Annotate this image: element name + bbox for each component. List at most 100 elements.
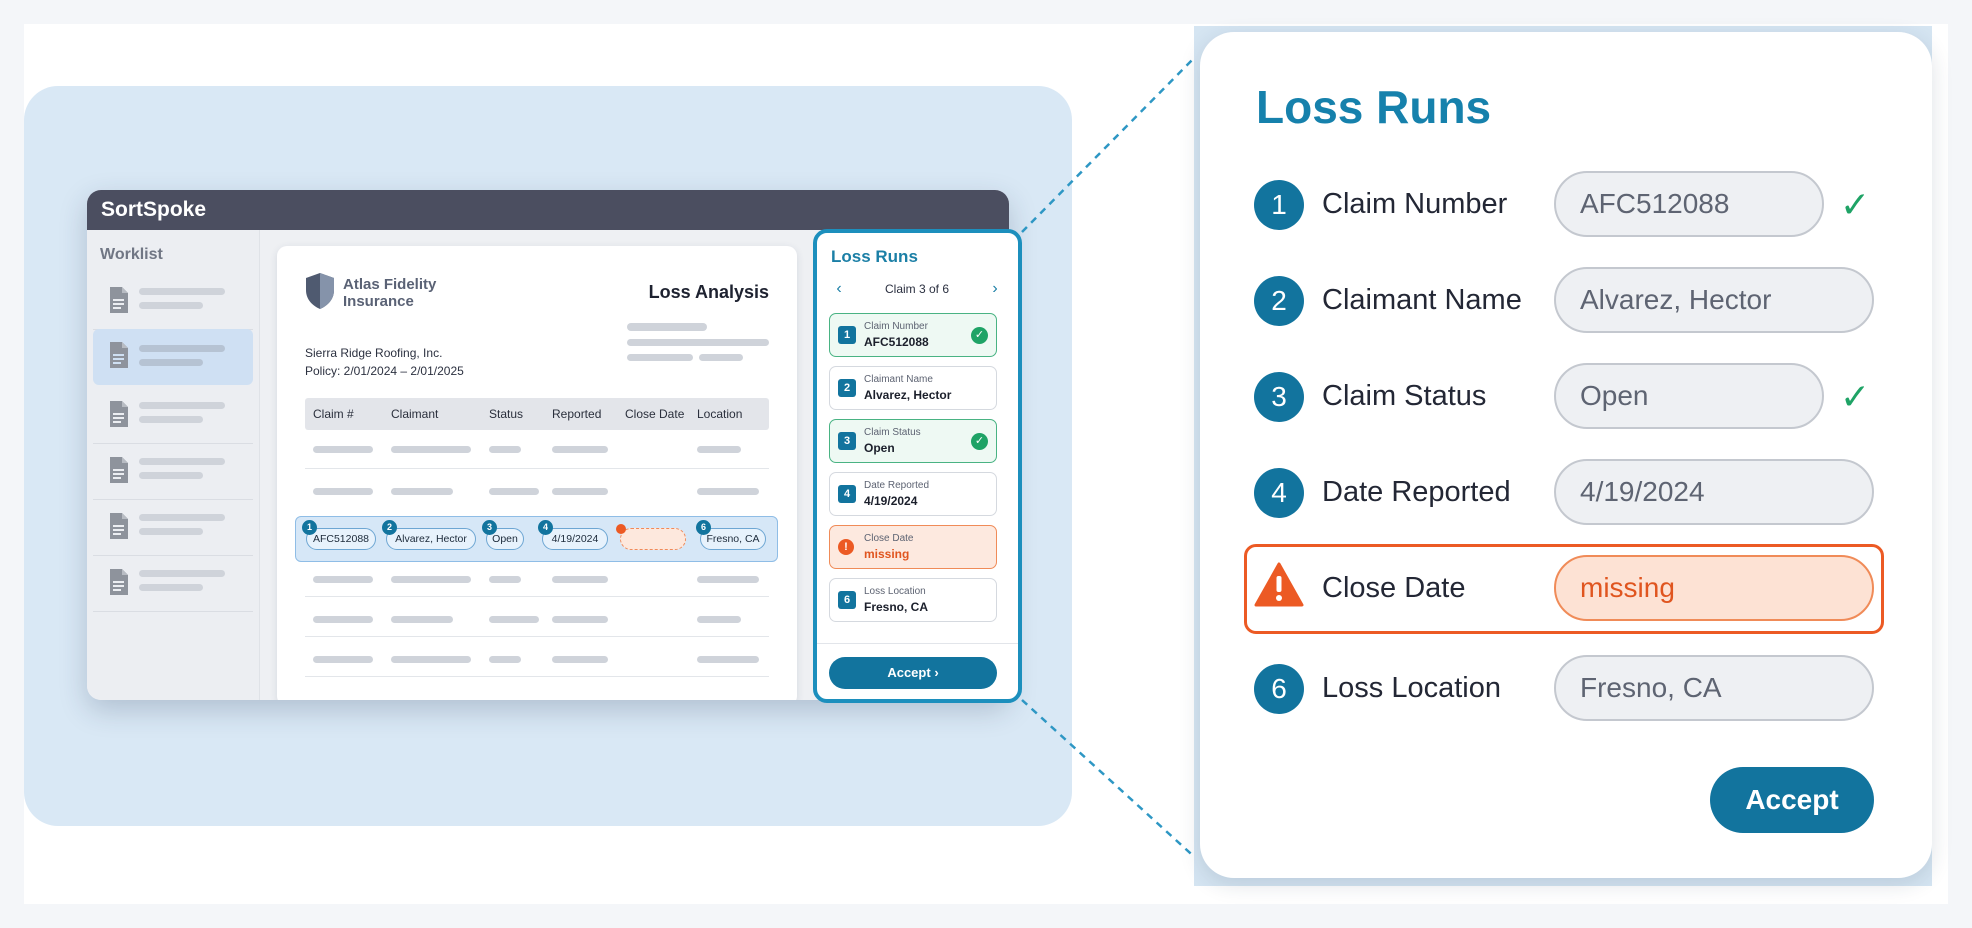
highlighted-claim-row[interactable]: AFC512088 1 Alvarez, Hector 2 Open 3 4/1… [295, 516, 778, 562]
zoom-field-claim-number[interactable]: 1 Claim Number AFC512088 ✓ [1254, 170, 1894, 240]
alert-circle-icon: ! [838, 539, 854, 555]
field-number-badge: 1 [838, 326, 856, 344]
field-value: Alvarez, Hector [864, 388, 952, 402]
worklist-title: Worklist [100, 246, 163, 263]
zoom-field-claimant-name[interactable]: 2 Claimant Name Alvarez, Hector [1254, 266, 1894, 336]
field-number-badge: 4 [1254, 468, 1304, 518]
field-card-claim-status[interactable]: 3 Claim Status Open ✓ [829, 419, 997, 463]
field-value[interactable]: AFC512088 [1554, 171, 1824, 237]
skeleton-cell [313, 488, 373, 495]
chip-badge: 1 [302, 520, 317, 535]
skeleton-line [139, 302, 203, 309]
skeleton-cell [552, 616, 608, 623]
skeleton-cell [552, 446, 608, 453]
field-value-missing: missing [864, 547, 910, 561]
field-number-badge: 6 [1254, 664, 1304, 714]
field-label: Close Date [1322, 572, 1466, 604]
skeleton-cell [391, 446, 471, 453]
zoom-field-date-reported[interactable]: 4 Date Reported 4/19/2024 [1254, 458, 1894, 528]
claim-pager-label: Claim 3 of 6 [884, 282, 950, 296]
accept-button[interactable]: Accept › [829, 657, 997, 689]
worklist-item-active[interactable] [93, 329, 253, 385]
field-number-badge: 2 [838, 379, 856, 397]
missing-indicator-dot [616, 524, 626, 534]
close-date-missing-chip[interactable] [620, 528, 686, 550]
column-header: Claimant [391, 407, 439, 421]
zoom-panel-title: Loss Runs [1256, 81, 1492, 133]
skeleton-line [139, 359, 203, 366]
zoom-accept-button[interactable]: Accept [1710, 767, 1874, 833]
claims-table-header: Claim # Claimant Status Reported Close D… [305, 398, 769, 430]
worklist-sidebar: Worklist [87, 230, 260, 700]
zoom-field-close-date[interactable]: Close Date missing [1254, 554, 1894, 624]
worklist-item[interactable] [93, 556, 253, 612]
check-icon: ✓ [1840, 376, 1871, 417]
column-header: Status [489, 407, 524, 421]
skeleton-line [139, 514, 225, 521]
reported-chip[interactable]: 4/19/2024 [542, 528, 608, 550]
worklist-item[interactable] [93, 444, 253, 500]
skeleton-cell [552, 576, 608, 583]
chevron-right-icon[interactable]: › [992, 280, 998, 297]
skeleton-cell [552, 488, 608, 495]
document-icon [110, 513, 128, 539]
skeleton-line [139, 402, 225, 409]
field-number-badge: 3 [1254, 372, 1304, 422]
skeleton-line [139, 584, 203, 591]
zoom-field-close-date-error[interactable] [1244, 544, 1884, 634]
document-icon [110, 401, 128, 427]
field-label: Claim Number [1322, 188, 1508, 220]
claimant-chip[interactable]: Alvarez, Hector [386, 528, 476, 550]
field-card-date-reported[interactable]: 4 Date Reported 4/19/2024 [829, 472, 997, 516]
field-value: Open [864, 441, 895, 455]
skeleton-line [627, 339, 769, 346]
chip-value: 4/19/2024 [551, 533, 599, 545]
field-card-loss-location[interactable]: 6 Loss Location Fresno, CA [829, 578, 997, 622]
field-label: Date Reported [1322, 476, 1511, 508]
document-icon [110, 569, 128, 595]
status-chip[interactable]: Open [486, 528, 524, 550]
chip-badge: 2 [382, 520, 397, 535]
field-value[interactable]: Alvarez, Hector [1554, 267, 1874, 333]
field-value[interactable]: 4/19/2024 [1554, 459, 1874, 525]
row-divider [305, 468, 769, 469]
zoom-field-claim-status[interactable]: 3 Claim Status Open ✓ [1254, 362, 1894, 432]
location-chip[interactable]: Fresno, CA [700, 528, 766, 550]
chip-value: AFC512088 [312, 533, 370, 545]
document-heading: Loss Analysis [648, 282, 769, 302]
skeleton-cell [489, 446, 521, 453]
field-number-badge: 4 [838, 485, 856, 503]
skeleton-cell [697, 576, 759, 583]
claim-number-chip[interactable]: AFC512088 [306, 528, 376, 550]
warning-triangle-icon [1254, 562, 1304, 607]
field-label: Claim Status [864, 427, 921, 438]
field-value[interactable]: Fresno, CA [1554, 655, 1874, 721]
chevron-left-icon[interactable]: ‹ [836, 280, 842, 297]
column-header: Location [697, 407, 743, 421]
worklist-item[interactable] [93, 500, 253, 556]
skeleton-cell [391, 576, 471, 583]
skeleton-line [139, 458, 225, 465]
worklist-item[interactable] [93, 388, 253, 444]
field-label: Loss Location [1322, 672, 1501, 704]
claim-pager: ‹ Claim 3 of 6 › [831, 279, 1003, 299]
field-number-badge: 2 [1254, 276, 1304, 326]
policy-period: Policy: 2/01/2024 – 2/01/2025 [305, 364, 464, 378]
skeleton-cell [391, 616, 453, 623]
field-card-claimant-name[interactable]: 2 Claimant Name Alvarez, Hector [829, 366, 997, 410]
skeleton-cell [313, 616, 373, 623]
skeleton-cell [697, 446, 741, 453]
skeleton-cell [313, 656, 373, 663]
field-card-claim-number[interactable]: 1 Claim Number AFC512088 ✓ [829, 313, 997, 357]
field-card-close-date[interactable]: ! Close Date missing [829, 525, 997, 569]
zoom-field-loss-location[interactable]: 6 Loss Location Fresno, CA [1254, 654, 1894, 724]
insured-name: Sierra Ridge Roofing, Inc. [305, 346, 443, 360]
accept-button-label: Accept [887, 665, 931, 680]
field-value[interactable]: Open [1554, 363, 1824, 429]
worklist-item[interactable] [93, 274, 253, 330]
row-divider [305, 636, 769, 637]
company-name: Atlas Fidelity Insurance [343, 276, 437, 310]
field-value-missing[interactable]: missing [1554, 555, 1874, 621]
skeleton-line [699, 354, 743, 361]
skeleton-line [627, 354, 693, 361]
